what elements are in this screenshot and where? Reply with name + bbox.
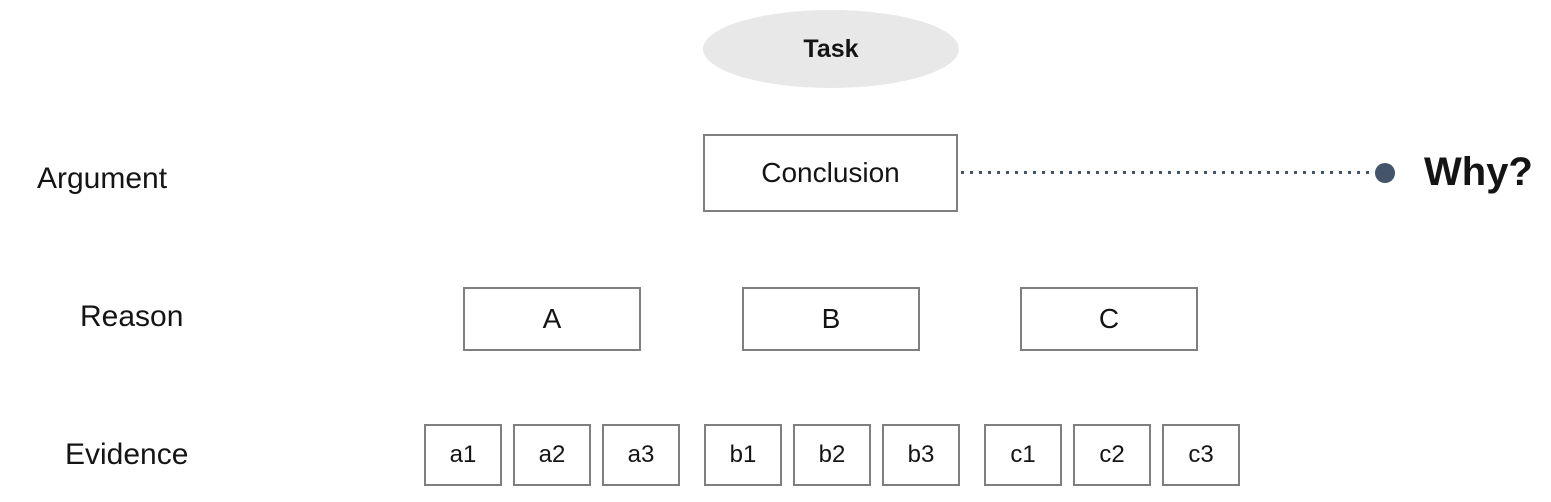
evidence-box-b3: b3: [882, 424, 960, 486]
task-label: Task: [803, 34, 859, 63]
row-label-reason: Reason: [80, 300, 184, 333]
evidence-box-a1: a1: [424, 424, 502, 486]
reason-box-a: A: [463, 287, 641, 351]
evidence-box-c3: c3: [1162, 424, 1240, 486]
evidence-box-a2: a2: [513, 424, 591, 486]
evidence-box-b2: b2: [793, 424, 871, 486]
row-label-argument: Argument: [37, 162, 168, 195]
reason-box-b: B: [742, 287, 920, 351]
reason-box-b-label: B: [821, 303, 841, 334]
reason-box-c-label: C: [1098, 303, 1120, 334]
reason-box-a-label: A: [542, 303, 562, 334]
evidence-box-c1: c1: [984, 424, 1062, 486]
why-label: Why?: [1424, 150, 1533, 194]
conclusion-label: Conclusion: [761, 157, 900, 188]
evidence-box-a3: a3: [602, 424, 680, 486]
task-ellipse: Task: [703, 10, 959, 88]
connector-end-dot: [1375, 163, 1395, 183]
evidence-box-c2: c2: [1073, 424, 1151, 486]
evidence-group-c: c1 c2 c3: [984, 424, 1240, 486]
evidence-box-b1: b1: [704, 424, 782, 486]
row-label-evidence: Evidence: [65, 438, 189, 471]
evidence-group-a: a1 a2 a3: [424, 424, 680, 486]
evidence-group-b: b1 b2 b3: [704, 424, 960, 486]
why-dotted-connector: [961, 171, 1375, 174]
evidence-row: a1 a2 a3 b1 b2 b3 c1 c2 c3: [424, 424, 1240, 486]
conclusion-box: Conclusion: [703, 134, 958, 212]
reason-box-c: C: [1020, 287, 1198, 351]
